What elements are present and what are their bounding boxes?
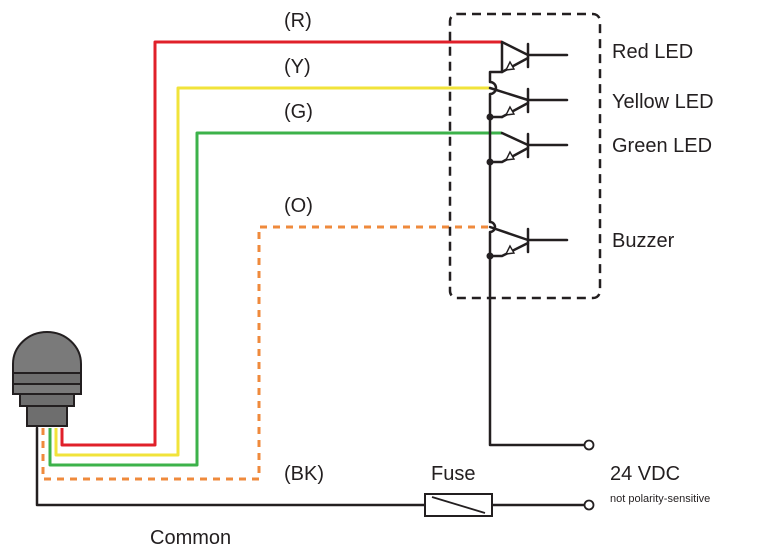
green-wire	[48, 131, 502, 467]
supply-voltage-label: 24 VDC	[610, 463, 680, 485]
transistor-icon	[488, 131, 569, 164]
terminal-icon	[583, 499, 595, 511]
transistor-icon	[488, 86, 569, 119]
black-wire	[35, 426, 427, 507]
fuse-icon	[424, 493, 493, 517]
green-wire-label: (G)	[284, 101, 313, 123]
supply-note: not polarity-sensitive	[610, 493, 710, 505]
yellow-led-label: Yellow LED	[612, 91, 714, 113]
red-led-label: Red LED	[612, 41, 693, 63]
orange-wire	[41, 225, 490, 481]
buzzer-label: Buzzer	[612, 230, 675, 252]
transistor-icon	[488, 225, 569, 258]
red-wire	[60, 40, 502, 447]
indicator-light-icon	[12, 331, 82, 427]
junction-dot	[486, 113, 494, 121]
common-label: Common	[150, 527, 231, 549]
output-module-box	[448, 12, 602, 300]
yellow-wire-label: (Y)	[284, 56, 311, 78]
red-wire-label: (R)	[284, 10, 312, 32]
terminal-icon	[583, 439, 595, 451]
fuse-label: Fuse	[431, 463, 475, 485]
black-wire-label: (BK)	[284, 463, 324, 485]
orange-wire-label: (O)	[284, 195, 313, 217]
transistor-icon	[500, 40, 569, 74]
yellow-wire	[54, 86, 490, 457]
common-bus	[488, 40, 586, 447]
green-led-label: Green LED	[612, 135, 712, 157]
